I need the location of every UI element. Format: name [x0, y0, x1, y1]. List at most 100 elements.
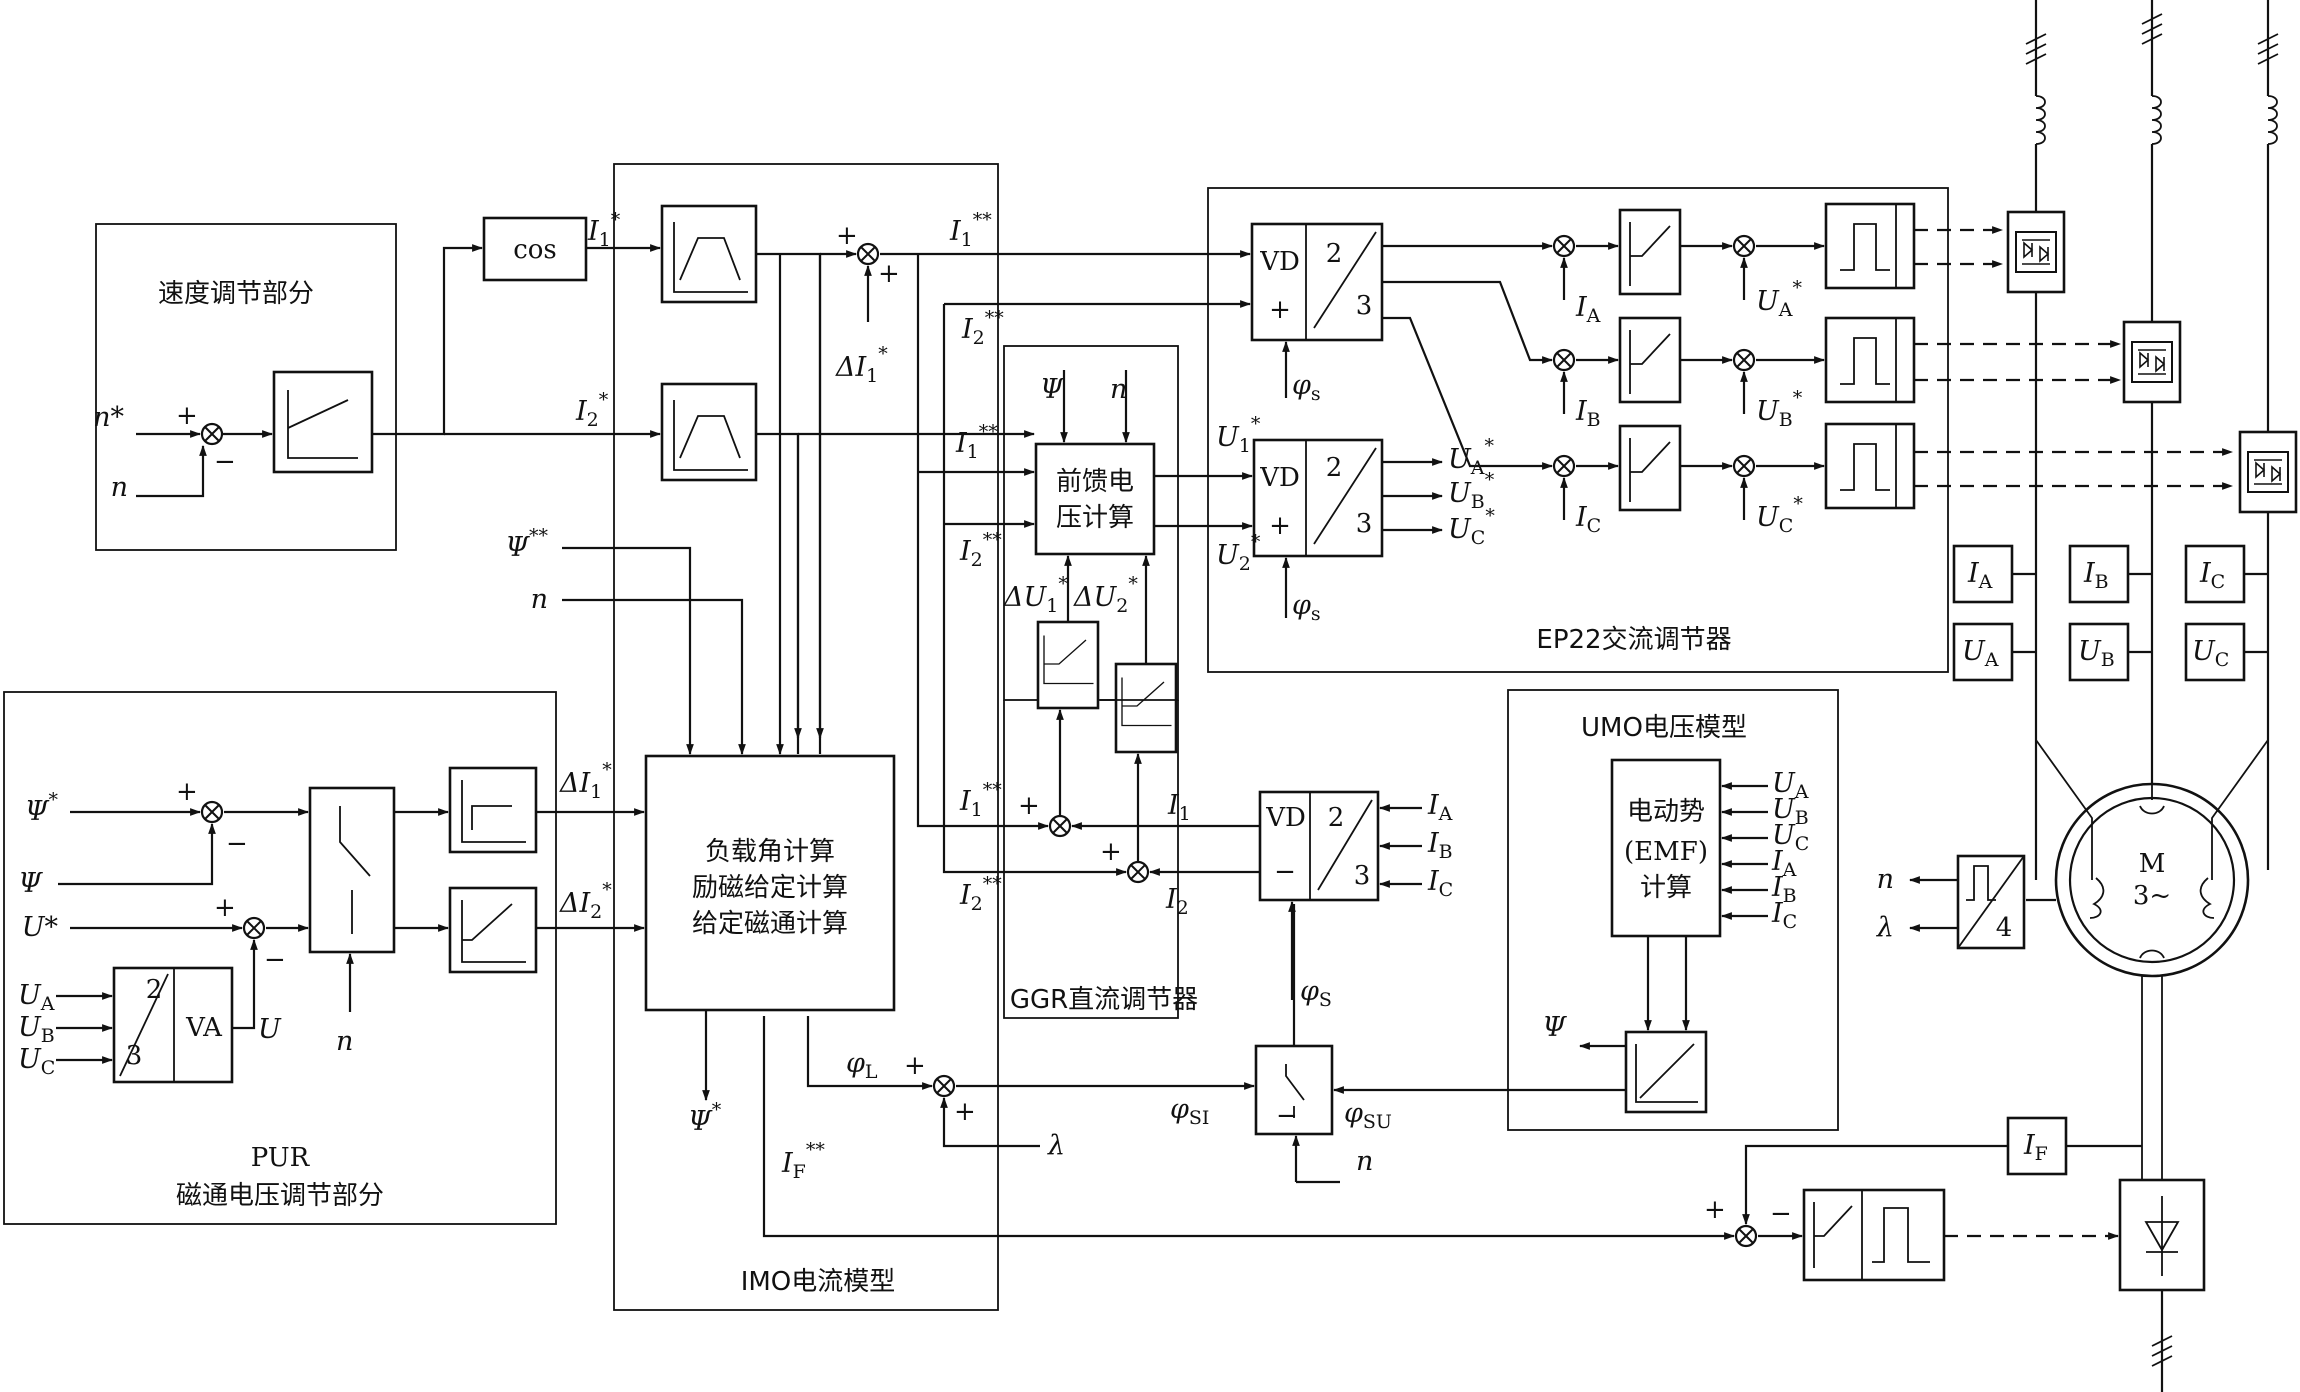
i2-2star-ggr-label: I2** — [959, 873, 1002, 915]
svg-text:VD: VD — [1265, 803, 1306, 833]
u-pur-label: U — [258, 1014, 282, 1045]
phi-s-upper-label: φs — [1292, 370, 1321, 405]
svg-text:压计算: 压计算 — [1056, 503, 1134, 533]
ib-meas-label: IB — [2083, 558, 2109, 593]
ub-pur-label: UB — [18, 1012, 55, 1047]
svg-text:3: 3 — [126, 1041, 143, 1071]
svg-text:4: 4 — [1996, 913, 2013, 943]
u-star-input-label: U* — [22, 912, 59, 943]
svg-text:+: + — [176, 777, 198, 807]
uc-star-out-label: UC* — [1448, 505, 1495, 549]
du1-pi-controller — [1036, 620, 1100, 710]
speed-section: 速度调节部分 — [95, 223, 397, 551]
speed-pi-controller — [272, 370, 374, 474]
svg-text:+: + — [878, 259, 900, 289]
lambda-input-label: λ — [1047, 1130, 1065, 1161]
ua-emf-label: UA — [1772, 768, 1809, 803]
ub-meas-label: UB — [2078, 636, 2115, 671]
pur-section: PUR 磁通电压调节部分 — [3, 691, 557, 1225]
i1-feedback-label: I1 — [1167, 790, 1191, 825]
svg-text:−: − — [1276, 1101, 1298, 1131]
svg-text:3: 3 — [1354, 861, 1371, 891]
svg-text:3~: 3~ — [2133, 881, 2171, 911]
pwm-a — [1824, 202, 1916, 290]
psi-star-output-label: Ψ* — [688, 1099, 722, 1137]
svg-text:−: − — [264, 945, 286, 975]
uc-emf-label: UC — [1772, 820, 1809, 855]
psi-2star-label: Ψ** — [505, 525, 548, 563]
svg-text:+: + — [904, 1051, 926, 1081]
ic-ggr-label: IC — [1427, 866, 1453, 901]
uc-meas-label: UC — [2192, 636, 2229, 671]
i1-2star-ggr-label: I1** — [959, 779, 1002, 821]
i2-star-label: I2* — [575, 389, 609, 431]
svg-text:−: − — [1770, 1199, 1792, 1229]
psi-pur-input-label: Ψ — [18, 868, 43, 899]
ia-emf-label: IA — [1771, 846, 1797, 881]
svg-text:+: + — [176, 401, 198, 431]
delta-i1-star-label-top: ΔI1* — [835, 343, 888, 387]
ic-emf-label: IC — [1771, 898, 1797, 933]
speed-section-title: 速度调节部分 — [158, 279, 314, 309]
pwm-b — [1824, 316, 1916, 404]
if-meas-label: IF — [2023, 1130, 2048, 1165]
feedforward-voltage-block — [1034, 442, 1156, 556]
ib-emf-label: IB — [1771, 872, 1797, 907]
phi-si-label: φSI — [1170, 1094, 1209, 1129]
svg-text:负载角计算: 负载角计算 — [705, 837, 835, 867]
svg-text:−: − — [214, 447, 236, 477]
svg-text:+: + — [214, 893, 236, 923]
n-ff-input-label: n — [1110, 374, 1127, 405]
ep22-vd-block-upper — [1250, 222, 1384, 342]
u1-star-label: U1* — [1216, 413, 1261, 457]
svg-text:+: + — [954, 1097, 976, 1127]
speed-regulator: n* n + − cos — [93, 216, 662, 503]
svg-text:3: 3 — [1356, 509, 1373, 539]
svg-text:+: + — [1269, 511, 1291, 541]
svg-text:M: M — [2139, 849, 2166, 879]
imo-section: IMO电流模型 — [613, 163, 999, 1311]
umo-section-title: UMO电压模型 — [1581, 713, 1747, 743]
i2-2star-ff-label: I2** — [959, 529, 1002, 571]
svg-text:+: + — [1018, 791, 1040, 821]
ramp-generator-2 — [660, 382, 758, 482]
ua-star-ep22-label: UA* — [1756, 277, 1803, 321]
pur-pi-block — [448, 886, 538, 974]
i2-feedback-label: I2 — [1165, 884, 1189, 919]
phi-s-lower-label: φs — [1292, 590, 1321, 625]
svg-text:VA: VA — [185, 1013, 223, 1043]
umo-section: UMO电压模型 — [1507, 689, 1839, 1131]
phi-s-ggr-label: φS — [1300, 976, 1332, 1011]
n-star-input-label: n* — [93, 402, 124, 433]
i1-star-label: I1* — [587, 209, 621, 251]
pur-limiter-block — [448, 766, 538, 854]
ic-ep22-label: IC — [1575, 502, 1601, 537]
measurement-blocks: IA IB IC UA UB UC — [1952, 544, 2268, 682]
svg-text:励磁给定计算: 励磁给定计算 — [692, 873, 848, 903]
motor-symbol: M 3~ — [2035, 700, 2269, 1180]
ib-ggr-label: IB — [1427, 828, 1453, 863]
n-encoder-label: n — [1877, 864, 1894, 895]
ub-emf-label: UB — [1772, 794, 1809, 829]
ia-ggr-label: IA — [1427, 790, 1453, 825]
i1-2star-label: I1** — [949, 209, 992, 251]
svg-text:VD: VD — [1259, 463, 1300, 493]
emf-calc-block — [1610, 758, 1722, 938]
ub-star-out-label: UB* — [1448, 469, 1495, 513]
psi-ff-input-label: Ψ — [1040, 374, 1065, 405]
phase-current-loops: IA IB IC UA* UB* UC* — [1552, 202, 2234, 537]
pur-section-subtitle: 磁通电压调节部分 — [176, 1181, 384, 1211]
lambda-encoder-label: λ — [1876, 912, 1894, 943]
ggr-section-title: GGR直流调节器 — [1010, 985, 1198, 1015]
svg-text:+: + — [1704, 1195, 1726, 1225]
n-load-input-label: n — [531, 584, 548, 615]
u2-star-label: U2* — [1216, 531, 1261, 575]
uc-star-ep22-label: UC* — [1756, 493, 1803, 537]
du2-pi-controller — [1114, 662, 1178, 754]
svg-text:−: − — [1274, 857, 1296, 887]
ic-pi-controller — [1618, 424, 1682, 512]
n-input-label: n — [111, 472, 128, 503]
i1-2star-ff-label: I1** — [955, 421, 998, 463]
svg-text:2: 2 — [1326, 453, 1343, 483]
